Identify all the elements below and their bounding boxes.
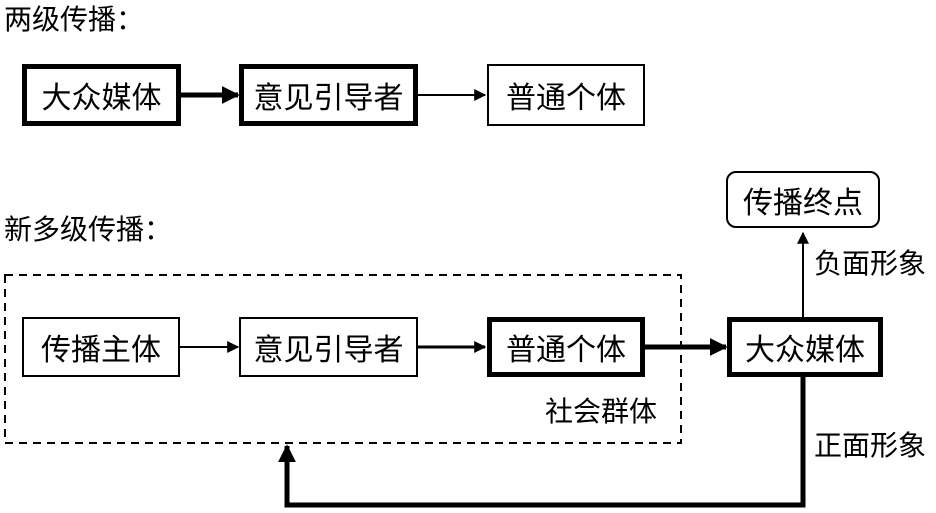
social-group-outline xyxy=(4,274,682,444)
positive-image-label: 正面形象 xyxy=(814,429,927,462)
node-ordinary-individual-2: 普通个体 xyxy=(487,317,645,377)
node-mass-media-1: 大众媒体 xyxy=(22,64,181,126)
multi-level-title: 新多级传播： xyxy=(4,213,173,246)
node-source: 传播主体 xyxy=(22,317,180,377)
node-opinion-leader-1: 意见引导者 xyxy=(239,64,418,126)
node-endpoint: 传播终点 xyxy=(726,171,880,228)
social-group-label: 社会群体 xyxy=(545,395,658,428)
two-level-title: 两级传播： xyxy=(4,3,145,36)
node-mass-media-2: 大众媒体 xyxy=(727,317,883,377)
node-opinion-leader-2: 意见引导者 xyxy=(239,317,418,377)
negative-image-label: 负面形象 xyxy=(814,247,927,280)
edge-media-feedback xyxy=(278,377,806,508)
node-ordinary-individual-1: 普通个体 xyxy=(487,64,645,126)
